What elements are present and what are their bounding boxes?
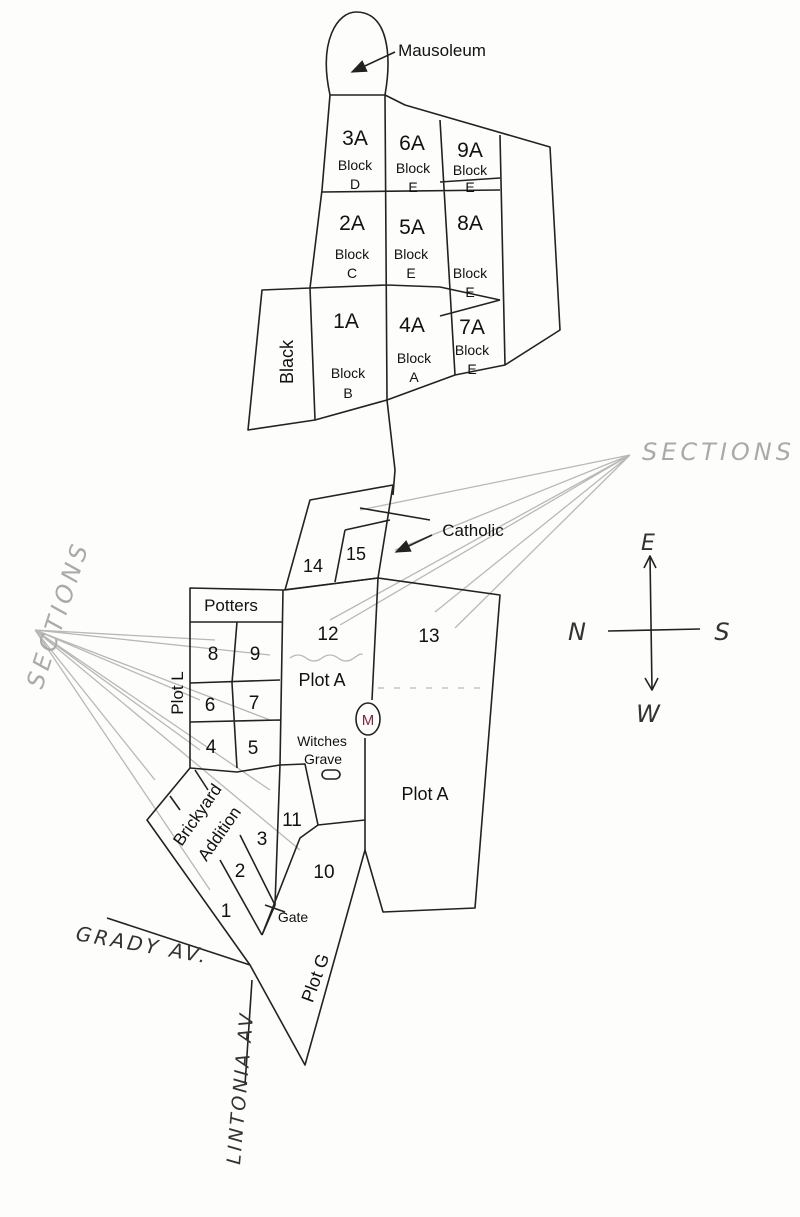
lower-dividers bbox=[169, 577, 379, 936]
block-6a-label: 6A bbox=[399, 132, 425, 155]
upper-area-dividers bbox=[309, 94, 506, 421]
lintonia-av-label: LINTONIA AV bbox=[223, 1010, 258, 1165]
section-4-label: 4 bbox=[206, 737, 217, 758]
compass-south-label: S bbox=[714, 618, 729, 646]
block-4a-label: 4A bbox=[399, 314, 425, 337]
upper-block-labels: 3A Block D 6A Block E 9A Block E 2A Bloc… bbox=[277, 127, 490, 401]
section-15-label: 15 bbox=[346, 544, 366, 564]
section-6-label: 6 bbox=[205, 695, 216, 716]
mausoleum-label: Mausoleum bbox=[398, 41, 486, 60]
plot-a-label-lower: Plot A bbox=[401, 784, 448, 804]
block-6a-block: Block bbox=[396, 160, 431, 176]
section-pointer-lines bbox=[34, 454, 631, 891]
gate-label: Gate bbox=[278, 909, 309, 925]
grady-av-line bbox=[106, 917, 251, 966]
catholic-arrows bbox=[359, 507, 433, 552]
plot-a-label-upper: Plot A bbox=[298, 670, 345, 690]
grady-av-label: GRADY AV. bbox=[74, 921, 211, 968]
block-1a-block: Block bbox=[331, 365, 366, 381]
sections-label-left: SECTIONS bbox=[21, 538, 95, 692]
block-5a-letter: E bbox=[406, 265, 415, 281]
section-10-label: 10 bbox=[313, 862, 334, 883]
witches-grave-label-line1: Witches bbox=[297, 733, 347, 749]
block-7a-label: 7A bbox=[459, 316, 485, 339]
section-13-label: 13 bbox=[418, 626, 439, 647]
section-12-label: 12 bbox=[317, 624, 338, 645]
section-14-label: 14 bbox=[303, 556, 323, 576]
block-3a-block: Block bbox=[338, 157, 373, 173]
monument-marker bbox=[355, 702, 381, 736]
block-2a-block: Block bbox=[335, 246, 370, 262]
block-9a-block: Block bbox=[453, 162, 488, 178]
block-9a-label: 9A bbox=[457, 139, 483, 162]
plot-l-label: Plot L bbox=[168, 671, 187, 714]
block-5a-label: 5A bbox=[399, 216, 425, 239]
block-7a-block: Block bbox=[455, 342, 490, 358]
plot-g-label: Plot G bbox=[297, 951, 333, 1005]
block-3a-label: 3A bbox=[342, 127, 368, 150]
section-3-label: 3 bbox=[257, 829, 268, 850]
catholic-area bbox=[284, 484, 394, 591]
section-5-label: 5 bbox=[248, 738, 259, 759]
section-2-label: 2 bbox=[235, 861, 246, 882]
compass-north-label: N bbox=[568, 618, 586, 646]
block-5a-block: Block bbox=[394, 246, 429, 262]
block-1a-label: 1A bbox=[333, 310, 359, 333]
block-2a-label: 2A bbox=[339, 212, 365, 235]
block-1a-letter: B bbox=[343, 385, 352, 401]
witches-grave-marker bbox=[321, 769, 341, 780]
block-2a-letter: C bbox=[347, 265, 357, 281]
mausoleum-arrow bbox=[350, 51, 396, 73]
section-9-label: 9 bbox=[250, 644, 261, 665]
sections-label-right: SECTIONS bbox=[642, 438, 795, 466]
upper-area-outline bbox=[247, 94, 561, 431]
block-8a-letter: E bbox=[465, 284, 474, 300]
catholic-label: Catholic bbox=[442, 521, 504, 540]
block-7a-letter: E bbox=[467, 361, 476, 377]
section-1-label: 1 bbox=[221, 901, 232, 922]
lintonia-av-line bbox=[244, 979, 253, 1086]
section-8-label: 8 bbox=[208, 644, 219, 665]
section-7-label: 7 bbox=[249, 693, 260, 714]
block-4a-letter: A bbox=[409, 369, 419, 385]
block-3a-letter: D bbox=[350, 176, 360, 192]
compass-east-label: E bbox=[641, 531, 655, 556]
compass-rose bbox=[607, 555, 701, 691]
block-8a-label: 8A bbox=[457, 212, 483, 235]
block-4a-block: Block bbox=[397, 350, 432, 366]
block-6a-letter: E bbox=[408, 179, 417, 195]
black-section-label: Black bbox=[277, 339, 297, 384]
block-8a-block: Block bbox=[453, 265, 488, 281]
section-11-label: 11 bbox=[282, 810, 302, 831]
monument-label: M bbox=[362, 712, 375, 729]
central-road bbox=[386, 399, 396, 496]
lower-area-outline bbox=[146, 577, 501, 1066]
potters-label: Potters bbox=[204, 596, 258, 615]
witches-grave-label-line2: Grave bbox=[304, 751, 342, 767]
compass-west-label: W bbox=[636, 700, 661, 728]
mausoleum-loop bbox=[325, 11, 389, 96]
block-9a-letter: E bbox=[465, 179, 474, 195]
